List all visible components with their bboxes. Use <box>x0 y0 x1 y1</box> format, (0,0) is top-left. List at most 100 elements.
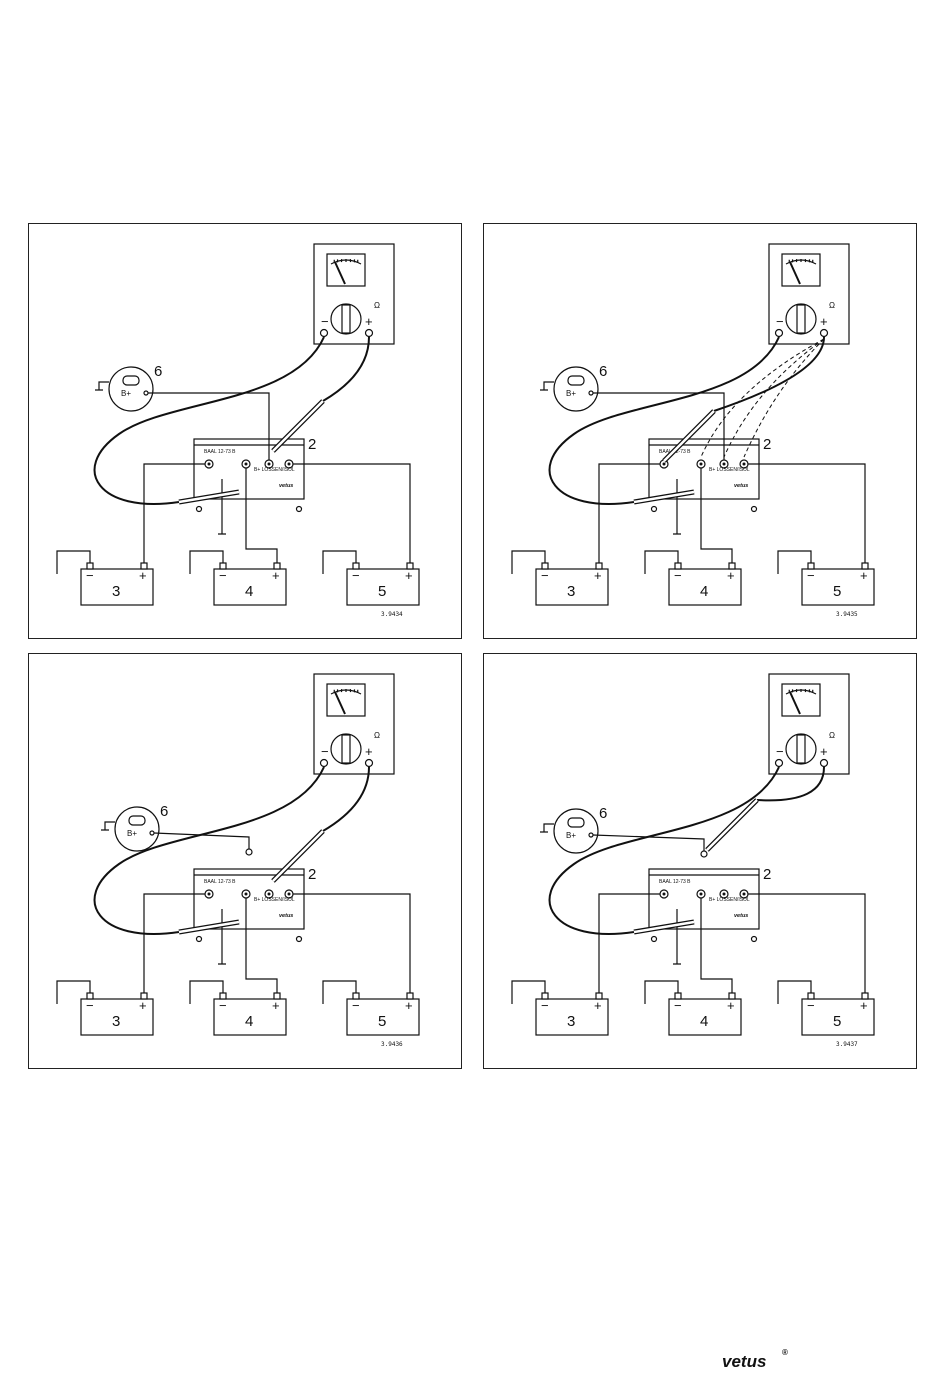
alternator: B+6 <box>95 363 162 411</box>
battery-minus-label: − <box>674 568 682 583</box>
battery-5: −+5 <box>323 551 419 605</box>
alternator: B+6 <box>540 805 607 853</box>
isolator-terminal-center <box>663 893 666 896</box>
battery-isolator: BAAL 12-73 BB+ LOSSEN/ISOLvetus2 <box>649 436 771 512</box>
isolator-terminal-center <box>663 463 666 466</box>
multimeter: Ω−+ <box>314 674 394 774</box>
battery-5: −+5 <box>323 981 419 1035</box>
red-test-lead <box>323 337 369 401</box>
battery-number: 3 <box>567 1013 575 1030</box>
battery-3: −+3 <box>512 551 608 605</box>
isolator-label: 2 <box>308 866 316 883</box>
meter-minus-label: − <box>321 744 329 759</box>
battery-number: 4 <box>245 583 253 600</box>
isolator-terminal-center <box>245 463 248 466</box>
battery-plus-label: + <box>139 998 147 1013</box>
isolator-header: BAAL 12-73 B <box>204 449 236 455</box>
alternator-terminal-label: B+ <box>566 389 576 398</box>
isolator-brand: vetus <box>279 483 293 489</box>
meter-body <box>769 244 849 344</box>
mount-hole <box>197 507 202 512</box>
battery-number: 4 <box>700 583 708 600</box>
wire-battery-5 <box>293 464 410 563</box>
wiring-diagram: Ω−+BAAL 12-73 BB+ LOSSEN/ISOLvetus2B+6−+… <box>484 224 918 640</box>
battery-3: −+3 <box>57 981 153 1035</box>
alternator-ground <box>95 382 109 390</box>
alternator-ground <box>540 824 554 832</box>
battery-number: 5 <box>378 1013 386 1030</box>
wire-battery-5 <box>293 894 410 993</box>
wiring-diagram: Ω−+BAAL 12-73 BB+ LOSSEN/ISOLvetus2B+6−+… <box>29 654 463 1070</box>
isolator-terminal-center <box>268 893 271 896</box>
battery-plus-label: + <box>594 568 602 583</box>
range-label: Ω <box>374 301 380 310</box>
alternator-label: 6 <box>154 363 162 380</box>
battery-plus-label: + <box>405 568 413 583</box>
figure-reference: 3.9436 <box>381 1041 403 1048</box>
battery-minus-label: − <box>541 998 549 1013</box>
isolator-terminal-center <box>723 463 726 466</box>
battery-minus-label: − <box>86 998 94 1013</box>
isolator-brand: vetus <box>734 913 748 919</box>
vetus-logo-text: vetus <box>722 1352 766 1371</box>
mount-hole <box>752 507 757 512</box>
battery-minus-label: − <box>219 568 227 583</box>
range-label: Ω <box>829 731 835 740</box>
multimeter: Ω − + <box>314 244 394 344</box>
battery-4: − +4 <box>190 551 286 605</box>
mount-hole <box>197 937 202 942</box>
isolator-terminal-center <box>700 463 703 466</box>
meter-plus-label: + <box>820 744 828 759</box>
battery-number: 5 <box>833 583 841 600</box>
battery-5: −+5 <box>778 981 874 1035</box>
battery-4: − +4 <box>645 551 741 605</box>
alternator-terminal-label: B+ <box>127 829 137 838</box>
isolator-header: BAAL 12-73 B <box>204 879 236 885</box>
battery-number: 5 <box>833 1013 841 1030</box>
battery-plus-label: + <box>594 998 602 1013</box>
meter-body <box>769 674 849 774</box>
vetus-logo: vetus ® <box>720 1345 810 1373</box>
battery-minus-label: − <box>807 568 815 583</box>
meter-plus-label: + <box>365 314 373 329</box>
loose-cable-lug <box>246 849 252 855</box>
isolator-terminal-center <box>245 893 248 896</box>
meter-body <box>314 674 394 774</box>
alternator: B+6 <box>540 363 607 411</box>
meter-minus-label: − <box>776 744 784 759</box>
alternator-terminal-label: B+ <box>566 831 576 840</box>
multimeter: Ω − + <box>769 674 849 774</box>
battery-plus-label: + <box>727 568 735 583</box>
meter-minus-label: − <box>321 314 329 329</box>
battery-4: −+4 <box>190 981 286 1035</box>
red-probe-inner <box>707 800 757 850</box>
red-test-lead <box>323 767 369 831</box>
mount-hole <box>752 937 757 942</box>
mount-hole <box>652 507 657 512</box>
range-label: Ω <box>374 731 380 740</box>
isolator-terminal-center <box>288 463 291 466</box>
isolator-terminal-center <box>208 893 211 896</box>
battery-4: −+4 <box>645 981 741 1035</box>
isolator-terminal-center <box>208 463 211 466</box>
battery-plus-label: + <box>860 568 868 583</box>
figure-reference: 3.9437 <box>836 1041 858 1048</box>
meter-minus-label: − <box>776 314 784 329</box>
range-label: Ω <box>829 301 835 310</box>
battery-plus-label: + <box>860 998 868 1013</box>
alternator-ground <box>540 382 554 390</box>
wire-battery-5 <box>748 894 865 993</box>
battery-plus-label: + <box>405 998 413 1013</box>
mount-hole <box>297 507 302 512</box>
battery-plus-label: + <box>272 568 280 583</box>
battery-plus-label: + <box>272 998 280 1013</box>
mount-hole <box>652 937 657 942</box>
isolator-terminal-center <box>743 893 746 896</box>
battery-isolator: BAAL 12-73 BB+ LOSSEN/ISOLvetus2 <box>649 866 771 942</box>
isolator-terminal-center <box>743 463 746 466</box>
figure-reference: 3.9434 <box>381 611 403 618</box>
